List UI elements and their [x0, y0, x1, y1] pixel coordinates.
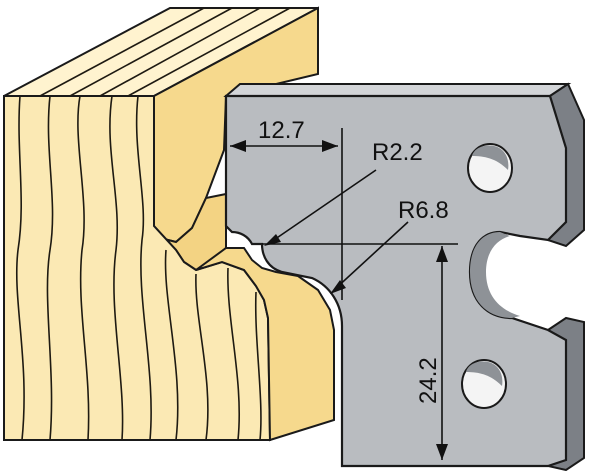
wood-profile-lip — [195, 247, 335, 442]
height-arrow-bottom — [436, 444, 448, 460]
wood-grain — [15, 7, 291, 441]
mounting-hole-lower — [461, 359, 507, 409]
height-label: 24.2 — [415, 357, 442, 404]
width-arrow-right — [322, 140, 338, 152]
dimension-annotations — [230, 128, 458, 460]
small-radius-arrow — [264, 234, 281, 246]
large-radius-label: R6.8 — [398, 197, 449, 224]
large-radius-leader — [333, 221, 409, 291]
width-arrow-left — [230, 140, 246, 152]
steel-blade — [223, 82, 585, 471]
blade-notch-shading — [470, 232, 520, 318]
height-arrow-top — [436, 246, 448, 262]
large-radius-arrow — [330, 280, 346, 294]
small-radius-label: R2.2 — [372, 139, 423, 166]
wood-workpiece — [3, 6, 335, 442]
mounting-hole-upper — [467, 143, 513, 193]
small-radius-leader — [267, 169, 377, 245]
width-label: 12.7 — [258, 117, 305, 144]
blade-top-bevel — [223, 83, 572, 97]
